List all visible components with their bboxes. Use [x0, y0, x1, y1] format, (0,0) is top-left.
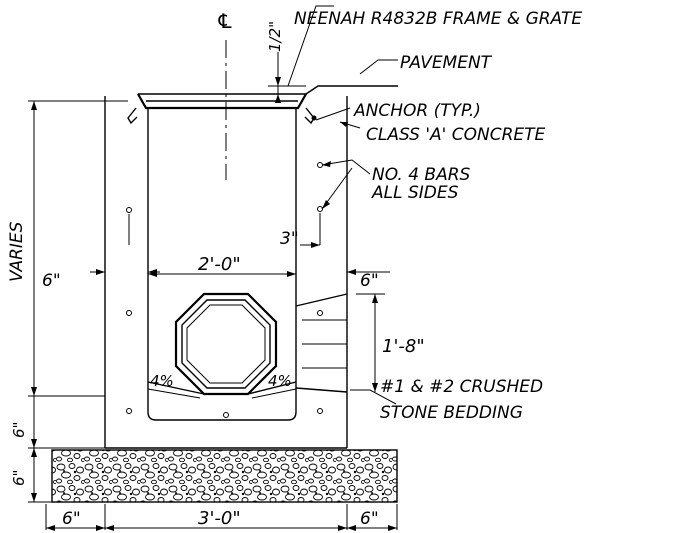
outlet-pipe [295, 293, 348, 393]
bottom-middle-dimension: 3'-0" [198, 508, 241, 529]
bottom-left-dimension: 6" [62, 509, 81, 529]
bedding-label-line2: STONE BEDDING [380, 403, 523, 423]
slope-right-label: 4% [268, 372, 292, 390]
concrete-label: CLASS 'A' CONCRETE [366, 125, 546, 145]
bars-label-line2: ALL SIDES [371, 183, 459, 203]
bottom-right-dimension: 6" [360, 509, 379, 529]
pipe-opening [174, 292, 278, 396]
pavement-line [296, 85, 398, 95]
floor-slopes [147, 381, 297, 399]
bedding-label-line1: #1 & #2 CRUSHED [380, 377, 543, 397]
stone-bedding [51, 449, 398, 503]
clear-cover-dimension: 3" [280, 229, 299, 249]
inner-chamber [147, 108, 297, 421]
half-inch-dimension: 1/2" [266, 21, 284, 52]
floor-thickness-dimension: 6" [10, 422, 28, 438]
frame-grate-label: NEENAH R4832B FRAME & GRATE [294, 9, 582, 29]
anchor-label: ANCHOR (TYP.) [353, 101, 481, 121]
pavement-label: PAVEMENT [400, 53, 493, 73]
bars-label-line1: NO. 4 BARS [372, 165, 471, 185]
right-wall-dimension: 6" [360, 271, 379, 291]
anchor-left [127, 107, 138, 125]
bedding-thickness-dimension: 6" [10, 470, 28, 486]
varies-dimension: VARIES [7, 221, 27, 282]
frame-grate [137, 93, 307, 110]
pipe-height-dimension: 1'-8" [382, 336, 425, 357]
leader-lines [287, 5, 398, 405]
dimension-lines [28, 52, 398, 531]
centerline-symbol: ℄ [216, 9, 234, 33]
left-wall-dimension: 6" [42, 271, 61, 291]
slope-left-label: 4% [150, 372, 174, 390]
inside-width-dimension: 2'-0" [198, 254, 241, 275]
anchor-right [304, 107, 317, 125]
